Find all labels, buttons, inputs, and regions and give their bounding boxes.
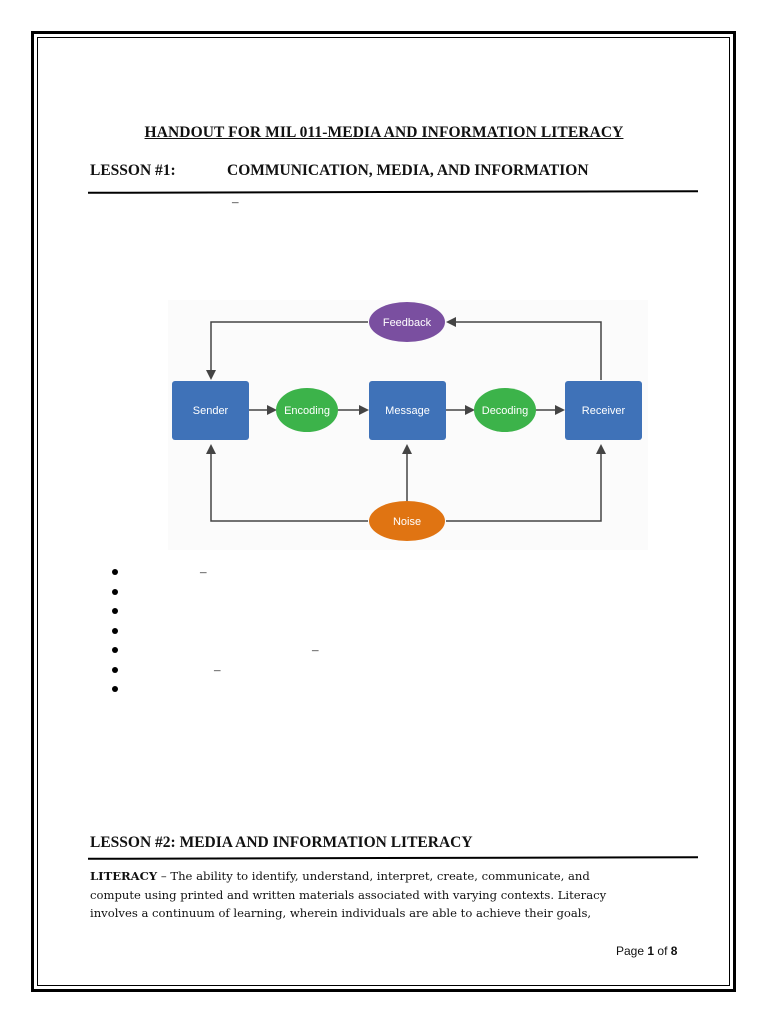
footer-page-word: Page [616,944,645,958]
bullet-dash: – [312,642,319,657]
lesson1-number: LESSON #1: [90,162,176,179]
receiver-node: Receiver [565,381,642,440]
bullet-icon [112,666,118,673]
document-title: HANDOUT FOR MIL 011-MEDIA AND INFORMATIO… [144,124,624,141]
bullet-icon [112,569,118,575]
footer-page-total: 8 [670,944,678,958]
page-footer: Page 1 of 8 [616,944,677,958]
encoding-node: Encoding [276,388,338,432]
bullet-icon [112,686,118,692]
footer-page-current: 1 [647,944,655,958]
message-label: Message [385,405,430,417]
communication-model-diagram: Sender Message Receiver Encoding Decodin… [168,300,648,550]
noise-line-left [206,444,368,522]
bullet-icon [112,588,118,595]
sender-label: Sender [193,405,229,417]
page-border-outer [31,31,736,992]
bullet-dash: – [214,661,221,677]
feedback-line-left [206,321,368,380]
literacy-term: LITERACY [90,869,158,883]
literacy-paragraph: LITERACY – The ability to identify, unde… [90,867,660,923]
decoding-label: Decoding [482,405,528,417]
paragraph-line-1: LITERACY – The ability to identify, unde… [90,867,660,886]
bullet-icon [112,627,118,634]
noise-line-right [446,444,606,522]
feedback-label: Feedback [383,317,432,329]
encoding-label: Encoding [284,405,330,417]
lesson2-heading: LESSON #2: MEDIA AND INFORMATION LITERAC… [90,834,473,851]
paragraph-line-3: involves a continuum of learning, wherei… [90,906,592,920]
bullet-icon [112,647,118,653]
page-border-inner [37,37,730,986]
feedback-node: Feedback [369,302,445,342]
bullet-dash: – [200,564,207,579]
decoding-node: Decoding [474,388,536,432]
receiver-label: Receiver [582,405,626,417]
noise-node: Noise [369,501,445,541]
footer-of-word: of [657,944,668,958]
noise-label: Noise [393,516,421,528]
lesson1-dash: – [232,194,239,209]
paragraph-line-2: compute using printed and written materi… [90,887,607,902]
lesson1-title: COMMUNICATION, MEDIA, AND INFORMATION [227,162,589,179]
sender-node: Sender [172,381,249,440]
paragraph-text-1: – The ability to identify, understand, i… [157,869,590,883]
feedback-line-right [446,317,602,380]
message-node: Message [369,381,446,440]
bullet-icon [112,608,118,614]
